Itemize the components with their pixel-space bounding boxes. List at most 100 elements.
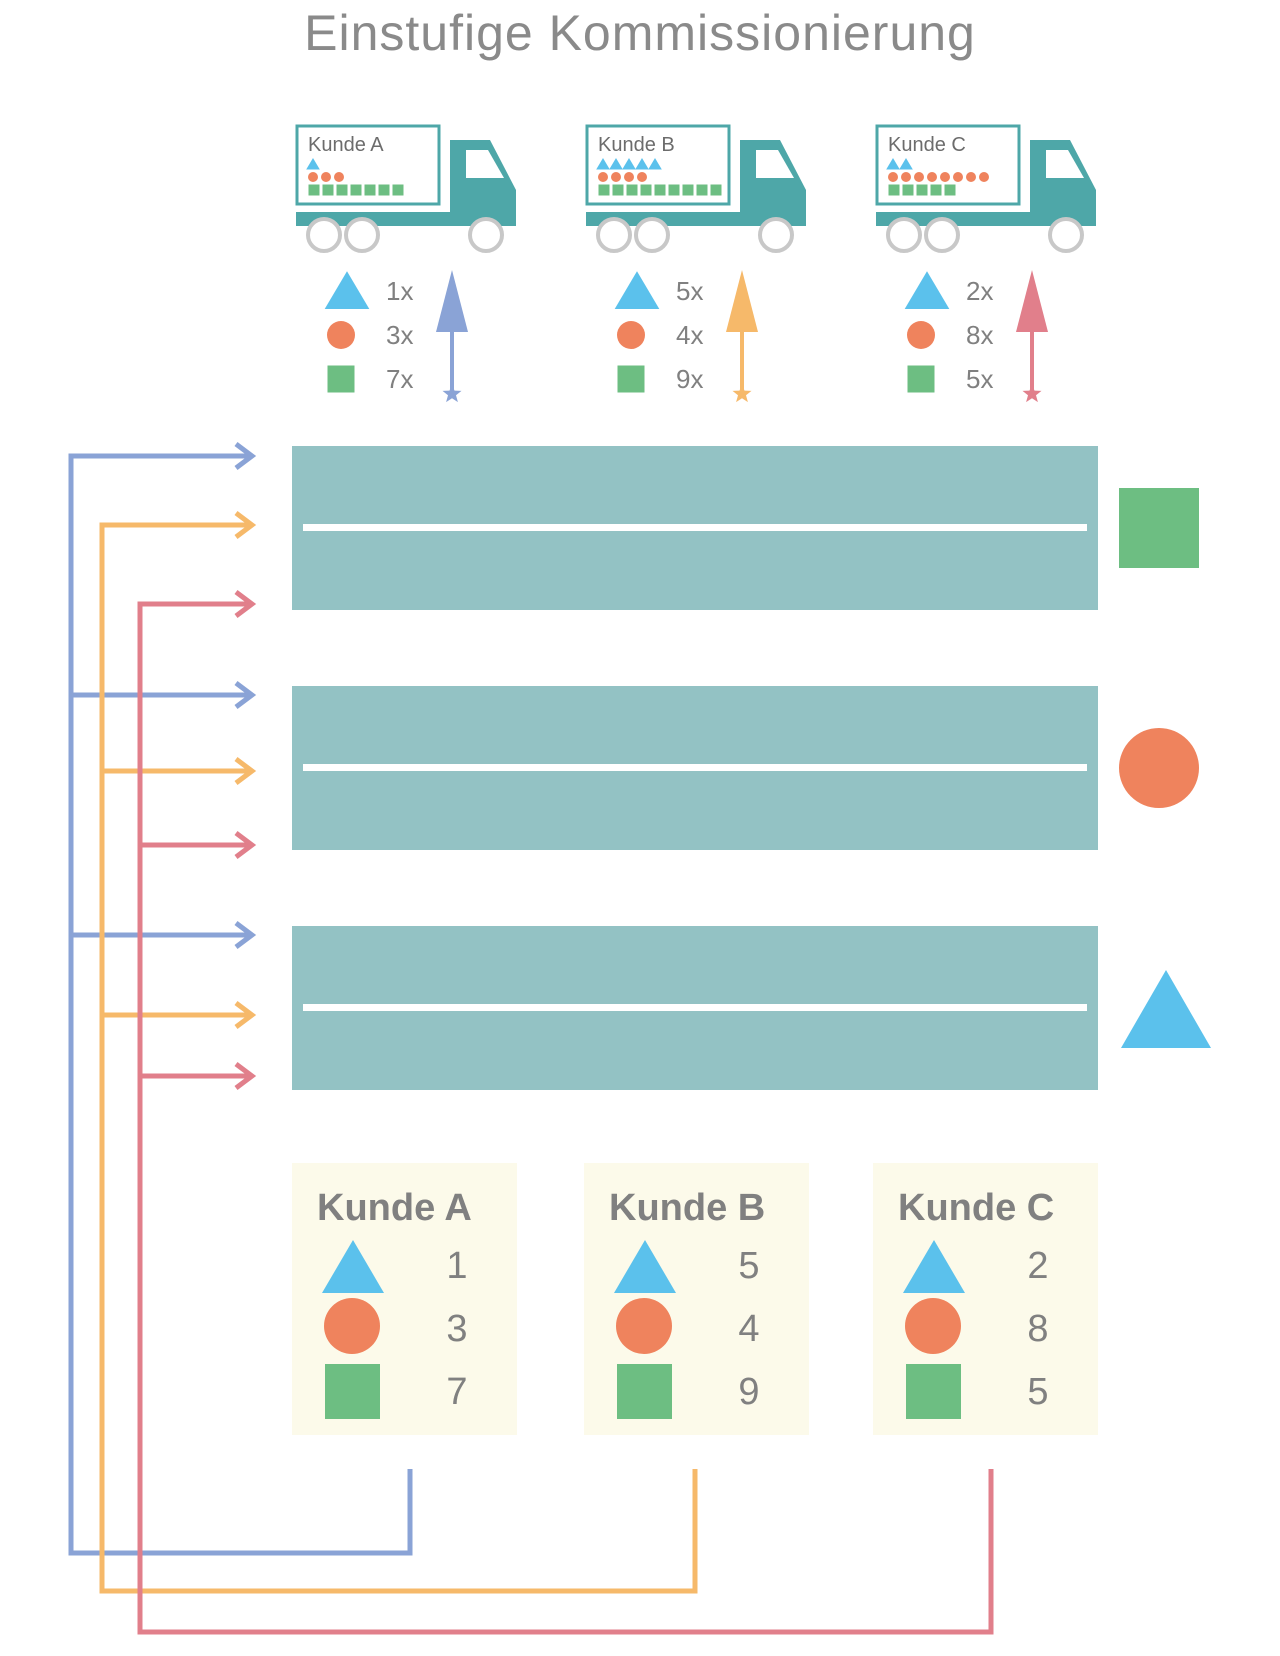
route-b: [99, 511, 698, 1594]
order-count: 5x: [966, 364, 993, 394]
square-icon: [617, 1364, 672, 1419]
arrow-right-icon: [234, 921, 257, 949]
square-icon: [327, 365, 355, 393]
panel-count: 2: [1027, 1245, 1048, 1287]
cargo-circle-icon: [334, 172, 344, 182]
panel-count: 3: [446, 1308, 467, 1350]
wheel-icon: [758, 217, 794, 253]
cargo-circle-icon: [901, 172, 911, 182]
panel-title: Kunde B: [609, 1187, 765, 1229]
cargo-circle-icon: [598, 172, 608, 182]
cargo-square-icon: [612, 184, 624, 196]
cargo-square-icon: [364, 184, 376, 196]
cargo-square-icon: [710, 184, 722, 196]
cargo-circle-icon: [611, 172, 621, 182]
wheel-icon: [468, 217, 504, 253]
wheel-icon: [886, 217, 922, 253]
panel-count: 5: [738, 1245, 759, 1287]
arrow-right-icon: [234, 511, 257, 539]
cargo-square-icon: [336, 184, 348, 196]
cargo-circle-icon: [637, 172, 647, 182]
rack-aisle-line: [303, 764, 1087, 771]
cargo-triangle-icon: [609, 157, 623, 170]
arrow-right-icon: [234, 442, 257, 470]
panel-count: 7: [446, 1371, 467, 1413]
cargo-square-icon: [902, 184, 914, 196]
order-count: 2x: [966, 276, 993, 306]
cargo-square-icon: [626, 184, 638, 196]
star-icon: [1022, 384, 1042, 403]
customer-panel-a: Kunde A 1 3 7: [292, 1163, 517, 1435]
square-icon: [617, 365, 645, 393]
truck-b: Kunde B: [585, 124, 806, 253]
cargo-triangle-icon: [596, 157, 610, 170]
square-icon: [1119, 488, 1199, 568]
arrow-right-icon: [234, 831, 257, 859]
square-icon: [906, 1364, 961, 1419]
star-icon: [732, 384, 752, 403]
cargo-square-icon: [322, 184, 334, 196]
panel-count: 1: [446, 1245, 467, 1287]
circle-icon: [617, 321, 645, 349]
circle-icon: [905, 1298, 961, 1354]
route-line: [137, 601, 994, 1635]
cargo-square-icon: [308, 184, 320, 196]
order-count: 4x: [676, 320, 703, 350]
wheel-icon: [306, 217, 342, 253]
square-icon: [325, 1364, 380, 1419]
truck-window: [1046, 150, 1084, 178]
cargo-circle-icon: [321, 172, 331, 182]
cargo-square-icon: [696, 184, 708, 196]
cargo-square-icon: [944, 184, 956, 196]
panel-count: 8: [1027, 1308, 1048, 1350]
cargo-square-icon: [668, 184, 680, 196]
cargo-square-icon: [350, 184, 362, 196]
arrow-right-icon: [234, 757, 257, 785]
triangle-icon: [614, 1240, 676, 1293]
arrow-up-icon: [436, 270, 468, 332]
cargo-square-icon: [598, 184, 610, 196]
cargo-circle-icon: [979, 172, 989, 182]
panel-title: Kunde A: [317, 1187, 472, 1229]
cargo-square-icon: [392, 184, 404, 196]
truck-window: [756, 150, 794, 178]
square-icon: [907, 365, 935, 393]
order-count: 7x: [386, 364, 413, 394]
cargo-triangle-icon: [886, 157, 900, 170]
route-line: [99, 522, 698, 1594]
cargo-square-icon: [640, 184, 652, 196]
arrow-right-icon: [234, 1001, 257, 1029]
arrow-right-icon: [234, 1062, 257, 1090]
cargo-square-icon: [654, 184, 666, 196]
rack-circle: [292, 686, 1199, 850]
circle-icon: [907, 321, 935, 349]
cargo-circle-icon: [624, 172, 634, 182]
wheel-icon: [1048, 217, 1084, 253]
panel-count: 9: [738, 1371, 759, 1413]
route-line: [68, 453, 413, 1556]
cargo-circle-icon: [914, 172, 924, 182]
circle-icon: [1119, 728, 1199, 808]
arrow-up-icon: [1016, 270, 1048, 332]
wheel-icon: [344, 217, 380, 253]
truck-label: Kunde C: [888, 134, 966, 156]
cargo-circle-icon: [308, 172, 318, 182]
arrow-right-icon: [234, 590, 257, 618]
truck-c: Kunde C: [875, 124, 1096, 253]
cargo-triangle-icon: [622, 157, 636, 170]
wheel-icon: [924, 217, 960, 253]
cargo-triangle-icon: [306, 157, 320, 170]
circle-icon: [327, 321, 355, 349]
wheel-icon: [634, 217, 670, 253]
cargo-square-icon: [888, 184, 900, 196]
page-title: Einstufige Kommissionierung: [304, 5, 976, 61]
cargo-circle-icon: [953, 172, 963, 182]
panel-title: Kunde C: [898, 1187, 1054, 1229]
truck-window: [466, 150, 504, 178]
cargo-circle-icon: [888, 172, 898, 182]
